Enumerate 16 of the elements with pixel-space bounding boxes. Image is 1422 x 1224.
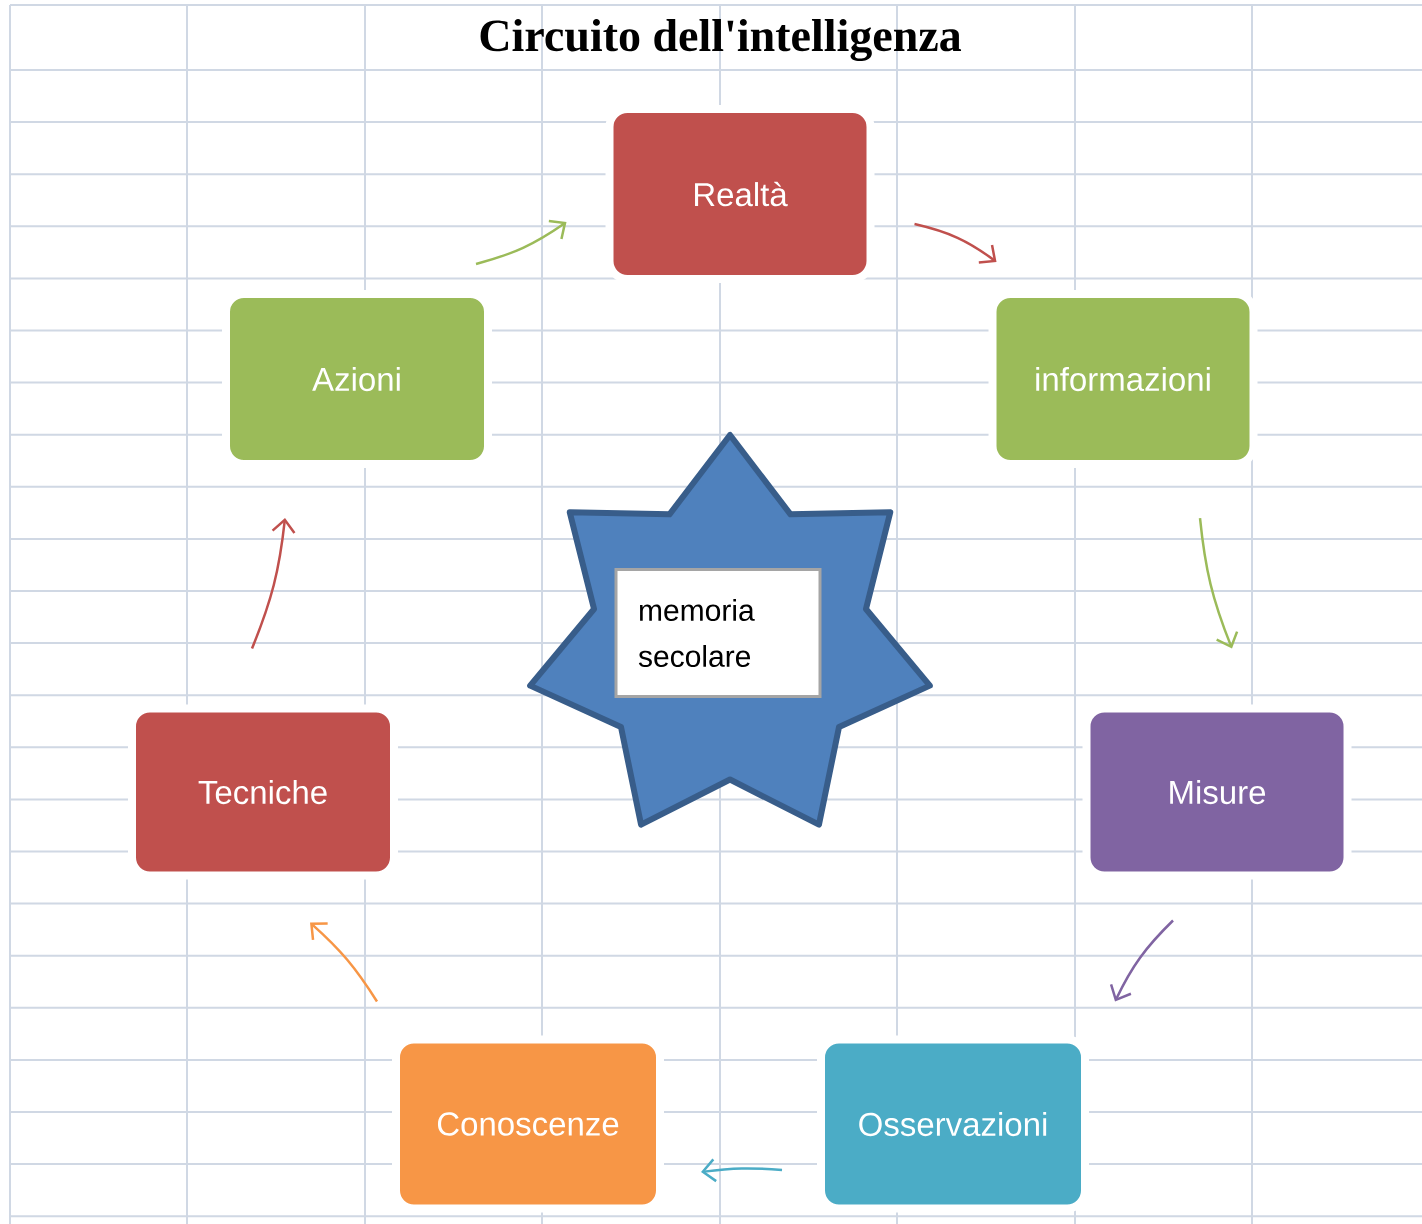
process-box: informazioni bbox=[988, 290, 1258, 468]
arrow bbox=[914, 222, 997, 264]
arrow bbox=[475, 219, 567, 266]
process-box: Conoscenze bbox=[392, 1035, 664, 1213]
process-box: Azioni bbox=[222, 290, 492, 468]
arrow bbox=[1109, 919, 1174, 1002]
text-box: memoria secolare bbox=[614, 568, 822, 698]
arrow bbox=[701, 1158, 783, 1183]
title: Circuito dell'intelligenza bbox=[480, 18, 962, 62]
arrow bbox=[1198, 517, 1239, 649]
process-box: Misure bbox=[1082, 704, 1352, 880]
process-box: Realtà bbox=[605, 105, 875, 283]
process-box: Osservazioni bbox=[817, 1035, 1089, 1213]
arrow bbox=[250, 518, 296, 649]
arrow bbox=[310, 922, 379, 1003]
process-box: Tecniche bbox=[128, 704, 398, 880]
